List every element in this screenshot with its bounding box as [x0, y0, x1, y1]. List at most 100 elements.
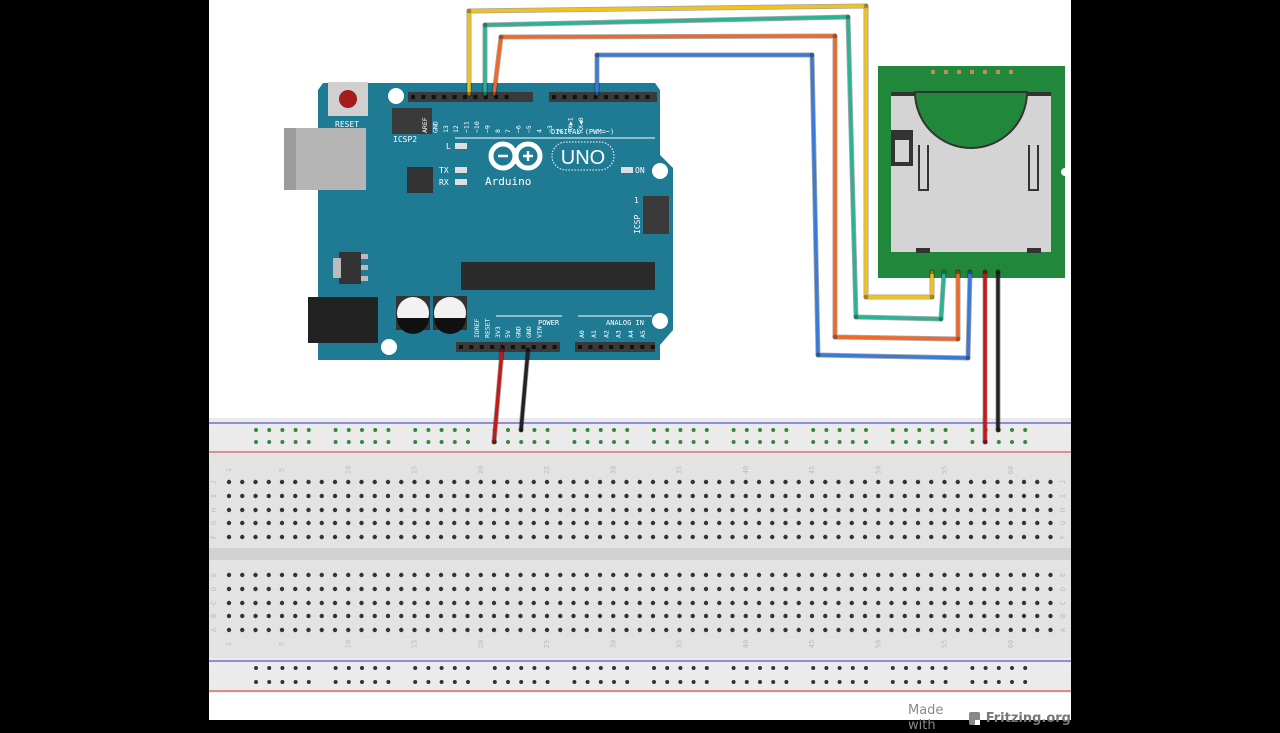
breadboard-hole[interactable]: [942, 586, 947, 592]
breadboard-hole[interactable]: [1008, 520, 1013, 526]
breadboard-hole[interactable]: [770, 572, 775, 578]
wire-red[interactable]: [982, 269, 988, 445]
rail-hole[interactable]: [731, 440, 736, 444]
breadboard-hole[interactable]: [346, 507, 351, 513]
breadboard-hole[interactable]: [412, 586, 417, 592]
breadboard-hole[interactable]: [809, 520, 815, 526]
breadboard-hole[interactable]: [597, 534, 603, 540]
header-pin[interactable]: [624, 95, 629, 99]
breadboard-hole[interactable]: [717, 493, 722, 499]
breadboard-hole[interactable]: [452, 613, 457, 619]
breadboard-hole[interactable]: [412, 613, 417, 619]
breadboard-hole[interactable]: [902, 520, 907, 526]
breadboard-hole[interactable]: [836, 586, 841, 592]
breadboard-hole[interactable]: [226, 600, 232, 606]
breadboard-hole[interactable]: [955, 613, 960, 619]
breadboard-hole[interactable]: [929, 479, 934, 485]
rail-hole[interactable]: [758, 428, 762, 432]
breadboard-hole[interactable]: [584, 627, 589, 633]
wire-bendpoint[interactable]: [929, 294, 935, 300]
breadboard-hole[interactable]: [929, 507, 934, 513]
rail-hole[interactable]: [890, 440, 895, 444]
breadboard-hole[interactable]: [226, 572, 232, 578]
wire-bendpoint[interactable]: [965, 355, 971, 361]
wire-end[interactable]: [995, 427, 1001, 433]
breadboard-hole[interactable]: [544, 613, 550, 619]
rail-hole[interactable]: [983, 680, 988, 684]
header-pin[interactable]: [583, 95, 588, 99]
breadboard-hole[interactable]: [279, 586, 285, 592]
rail-hole[interactable]: [930, 680, 935, 684]
rail-hole[interactable]: [864, 680, 868, 684]
rail-hole[interactable]: [970, 680, 975, 684]
breadboard-hole[interactable]: [862, 613, 868, 619]
breadboard-hole[interactable]: [226, 520, 232, 526]
rail-hole[interactable]: [373, 666, 378, 670]
breadboard-hole[interactable]: [346, 586, 351, 592]
breadboard-hole[interactable]: [399, 627, 404, 633]
header-pin[interactable]: [650, 345, 655, 349]
rail-hole[interactable]: [254, 428, 258, 432]
breadboard-hole[interactable]: [544, 520, 550, 526]
rail-hole[interactable]: [333, 440, 338, 444]
rail-hole[interactable]: [585, 440, 590, 444]
rail-hole[interactable]: [996, 666, 1001, 670]
rail-hole[interactable]: [744, 666, 749, 670]
rail-hole[interactable]: [346, 680, 351, 684]
breadboard-hole[interactable]: [1035, 600, 1040, 606]
breadboard-hole[interactable]: [929, 613, 934, 619]
breadboard-hole[interactable]: [915, 534, 921, 540]
breadboard-hole[interactable]: [279, 572, 285, 578]
rail-hole[interactable]: [890, 666, 895, 670]
breadboard-hole[interactable]: [876, 479, 881, 485]
breadboard-hole[interactable]: [425, 534, 430, 540]
breadboard-hole[interactable]: [465, 572, 470, 578]
breadboard-hole[interactable]: [558, 507, 563, 513]
breadboard-hole[interactable]: [664, 586, 669, 592]
breadboard-hole[interactable]: [571, 572, 576, 578]
rail-hole[interactable]: [293, 428, 298, 432]
rail-hole[interactable]: [267, 440, 272, 444]
rail-hole[interactable]: [386, 440, 391, 444]
breadboard-hole[interactable]: [505, 479, 510, 485]
breadboard-hole[interactable]: [770, 586, 775, 592]
breadboard-hole[interactable]: [637, 534, 642, 540]
breadboard-hole[interactable]: [1048, 572, 1053, 578]
wire-black-gnd[interactable]: [518, 347, 531, 433]
breadboard-hole[interactable]: [571, 507, 576, 513]
breadboard-hole[interactable]: [942, 600, 947, 606]
breadboard-hole[interactable]: [915, 479, 921, 485]
breadboard-hole[interactable]: [359, 586, 364, 592]
breadboard-hole[interactable]: [465, 613, 470, 619]
breadboard-hole[interactable]: [982, 600, 987, 606]
breadboard-hole[interactable]: [399, 493, 404, 499]
rail-hole[interactable]: [1010, 440, 1014, 444]
breadboard-hole[interactable]: [412, 600, 417, 606]
breadboard-hole[interactable]: [823, 586, 828, 592]
breadboard-hole[interactable]: [743, 534, 748, 540]
breadboard-hole[interactable]: [968, 507, 974, 513]
breadboard-hole[interactable]: [624, 627, 629, 633]
breadboard-hole[interactable]: [756, 534, 762, 540]
breadboard-hole[interactable]: [399, 534, 404, 540]
breadboard-hole[interactable]: [703, 520, 709, 526]
breadboard-hole[interactable]: [438, 520, 444, 526]
breadboard-hole[interactable]: [730, 520, 735, 526]
breadboard-hole[interactable]: [266, 586, 271, 592]
breadboard-hole[interactable]: [505, 534, 510, 540]
rail-hole[interactable]: [360, 680, 364, 684]
breadboard-hole[interactable]: [240, 586, 245, 592]
breadboard-hole[interactable]: [982, 613, 987, 619]
rail-hole[interactable]: [426, 428, 431, 432]
breadboard-hole[interactable]: [915, 572, 921, 578]
rail-hole[interactable]: [572, 428, 577, 432]
breadboard-hole[interactable]: [611, 507, 616, 513]
rail-hole[interactable]: [545, 440, 550, 444]
breadboard-hole[interactable]: [650, 627, 656, 633]
breadboard-hole[interactable]: [518, 613, 523, 619]
header-pin[interactable]: [494, 95, 499, 99]
rail-hole[interactable]: [254, 440, 258, 444]
breadboard-hole[interactable]: [452, 600, 457, 606]
breadboard-hole[interactable]: [332, 520, 338, 526]
breadboard-hole[interactable]: [478, 600, 483, 606]
